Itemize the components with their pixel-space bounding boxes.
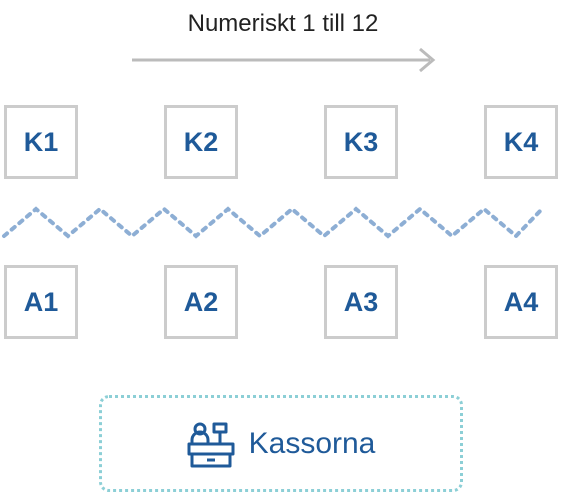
- checkout-area: Kassorna: [99, 395, 463, 492]
- cash-register-icon: [187, 422, 235, 467]
- direction-title: Numeriskt 1 till 12: [187, 10, 379, 37]
- shelf-box-k1: K1: [4, 105, 78, 179]
- shelf-box-a4: A4: [484, 265, 558, 339]
- checkout-label: Kassorna: [248, 426, 376, 460]
- shelf-box-k4: K4: [484, 105, 558, 179]
- shelf-box-a2: A2: [164, 265, 238, 339]
- shelf-box-a1: A1: [4, 265, 78, 339]
- zigzag-path: [2, 206, 544, 239]
- shelf-box-k2: K2: [164, 105, 238, 179]
- shelf-box-a3: A3: [324, 265, 398, 339]
- shelf-box-k3: K3: [324, 105, 398, 179]
- direction-arrow-icon: [132, 47, 436, 73]
